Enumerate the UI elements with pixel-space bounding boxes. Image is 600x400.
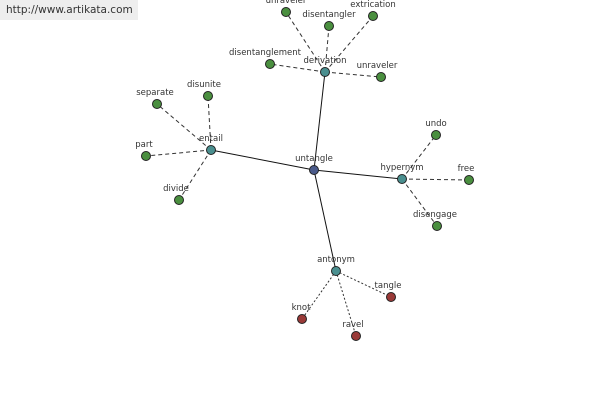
edge-antonym-ravel — [335, 270, 357, 337]
edge-entail-separate — [156, 103, 212, 151]
word-node-disentanglement[interactable] — [265, 59, 275, 69]
word-label-disentanglement[interactable]: disentanglement — [229, 48, 302, 58]
edge-derivation-unraveler-top — [285, 11, 326, 73]
edge-hypernym-undo — [401, 134, 437, 180]
word-node-extrication[interactable] — [368, 11, 378, 21]
edge-antonym-knot — [301, 270, 337, 320]
word-label-tangle[interactable]: tangle — [375, 281, 402, 291]
word-label-disentangler[interactable]: disentangler — [302, 10, 356, 20]
word-node-tangle[interactable] — [386, 292, 396, 302]
edge-hypernym-disengage — [401, 178, 438, 227]
word-label-undo[interactable]: undo — [425, 119, 446, 129]
word-node-unraveler-top[interactable] — [281, 7, 291, 17]
edge-untangle-antonym — [313, 169, 337, 272]
word-label-unraveler[interactable]: unraveler — [357, 61, 398, 71]
relation-node-entail[interactable] — [206, 145, 216, 155]
word-node-ravel[interactable] — [351, 331, 361, 341]
word-node-unraveler[interactable] — [376, 72, 386, 82]
word-label-knot[interactable]: knot — [292, 303, 312, 313]
word-label-disengage[interactable]: disengage — [413, 210, 457, 220]
word-label-separate[interactable]: separate — [136, 88, 174, 98]
relation-node-antonym[interactable] — [331, 266, 341, 276]
word-label-ravel[interactable]: ravel — [342, 320, 363, 330]
word-node-divide[interactable] — [174, 195, 184, 205]
relation-label-antonym[interactable]: antonym — [317, 255, 355, 265]
word-label-free[interactable]: free — [458, 164, 475, 174]
watermark-box: http://www.artikata.com — [0, 0, 138, 20]
relation-node-hypernym[interactable] — [397, 174, 407, 184]
word-label-disunite[interactable]: disunite — [187, 80, 221, 90]
word-node-separate[interactable] — [152, 99, 162, 109]
word-label-unraveler-top[interactable]: unraveler — [266, 0, 307, 6]
word-node-disengage[interactable] — [432, 221, 442, 231]
edge-untangle-hypernym — [313, 169, 403, 180]
edge-entail-part — [145, 149, 212, 157]
word-node-knot[interactable] — [297, 314, 307, 324]
edge-derivation-disentangler — [324, 25, 330, 73]
relation-label-derivation[interactable]: derivation — [303, 56, 346, 66]
edges-layer — [145, 11, 470, 337]
edge-hypernym-free — [401, 178, 470, 181]
edge-untangle-derivation — [313, 71, 326, 171]
word-label-part[interactable]: part — [135, 140, 153, 150]
edge-entail-divide — [178, 149, 212, 201]
edge-derivation-extrication — [324, 15, 374, 73]
relation-node-derivation[interactable] — [320, 67, 330, 77]
edge-untangle-entail — [210, 149, 315, 171]
edge-entail-disunite — [207, 95, 212, 151]
center-label-untangle[interactable]: untangle — [295, 154, 333, 164]
nodes-layer — [141, 7, 474, 341]
labels-layer: untangle derivation entail hypernym antonym u… — [135, 0, 474, 330]
center-node-untangle[interactable] — [309, 165, 319, 175]
watermark-url[interactable]: http://www.artikata.com — [6, 4, 133, 16]
relation-label-entail[interactable]: entail — [199, 134, 223, 144]
word-node-disentangler[interactable] — [324, 21, 334, 31]
word-node-part[interactable] — [141, 151, 151, 161]
word-node-undo[interactable] — [431, 130, 441, 140]
word-node-free[interactable] — [464, 175, 474, 185]
edge-derivation-unraveler — [324, 71, 382, 78]
word-node-disunite[interactable] — [203, 91, 213, 101]
word-label-extrication[interactable]: extrication — [350, 0, 395, 10]
relation-label-hypernym[interactable]: hypernym — [380, 163, 423, 173]
word-label-divide[interactable]: divide — [163, 184, 189, 194]
edge-derivation-disentanglement — [269, 63, 326, 73]
